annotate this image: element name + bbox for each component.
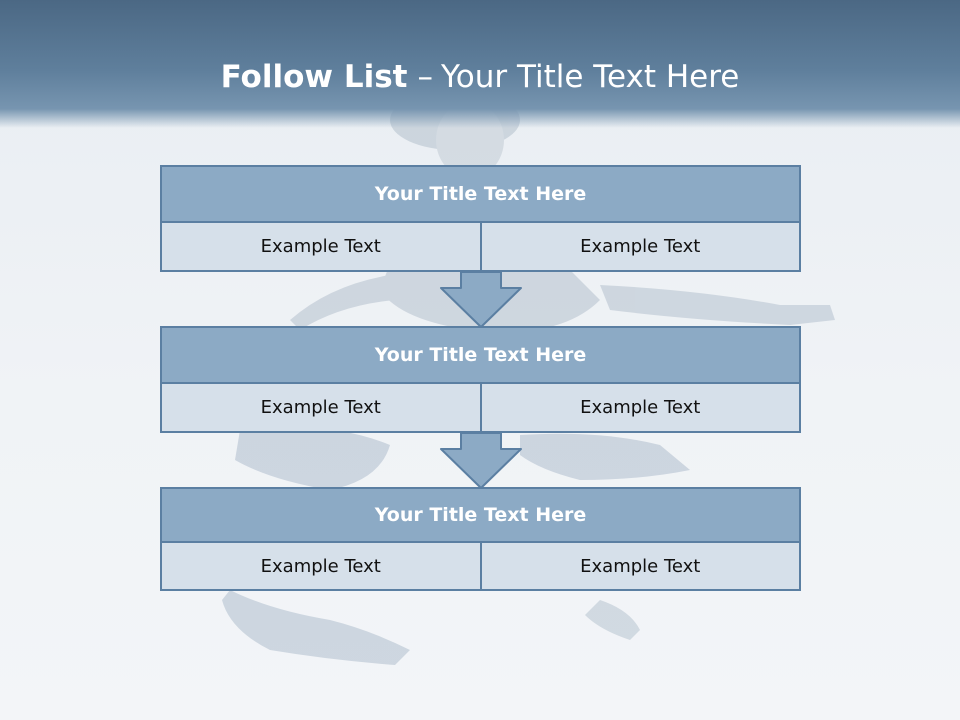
block-row: Example Text Example Text (160, 384, 801, 433)
block-cell-left: Example Text (160, 223, 482, 272)
block-cell-right: Example Text (479, 384, 801, 433)
down-arrow-icon (440, 432, 522, 489)
block-title: Your Title Text Here (160, 326, 801, 384)
block-cell-right: Example Text (479, 543, 801, 591)
slide-title: Follow List–Your Title Text Here (0, 55, 960, 99)
title-dash: – (417, 59, 433, 95)
title-rest: Your Title Text Here (440, 59, 740, 95)
block-row: Example Text Example Text (160, 543, 801, 591)
block-title: Your Title Text Here (160, 487, 801, 543)
header-band (0, 0, 960, 128)
title-bold: Follow List (220, 59, 408, 95)
down-arrow-icon (440, 271, 522, 328)
list-block-2: Your Title Text Here Example Text Exampl… (160, 326, 801, 433)
block-title: Your Title Text Here (160, 165, 801, 223)
block-cell-left: Example Text (160, 384, 482, 433)
block-row: Example Text Example Text (160, 223, 801, 272)
list-block-3: Your Title Text Here Example Text Exampl… (160, 487, 801, 591)
block-cell-left: Example Text (160, 543, 482, 591)
list-block-1: Your Title Text Here Example Text Exampl… (160, 165, 801, 272)
block-cell-right: Example Text (479, 223, 801, 272)
